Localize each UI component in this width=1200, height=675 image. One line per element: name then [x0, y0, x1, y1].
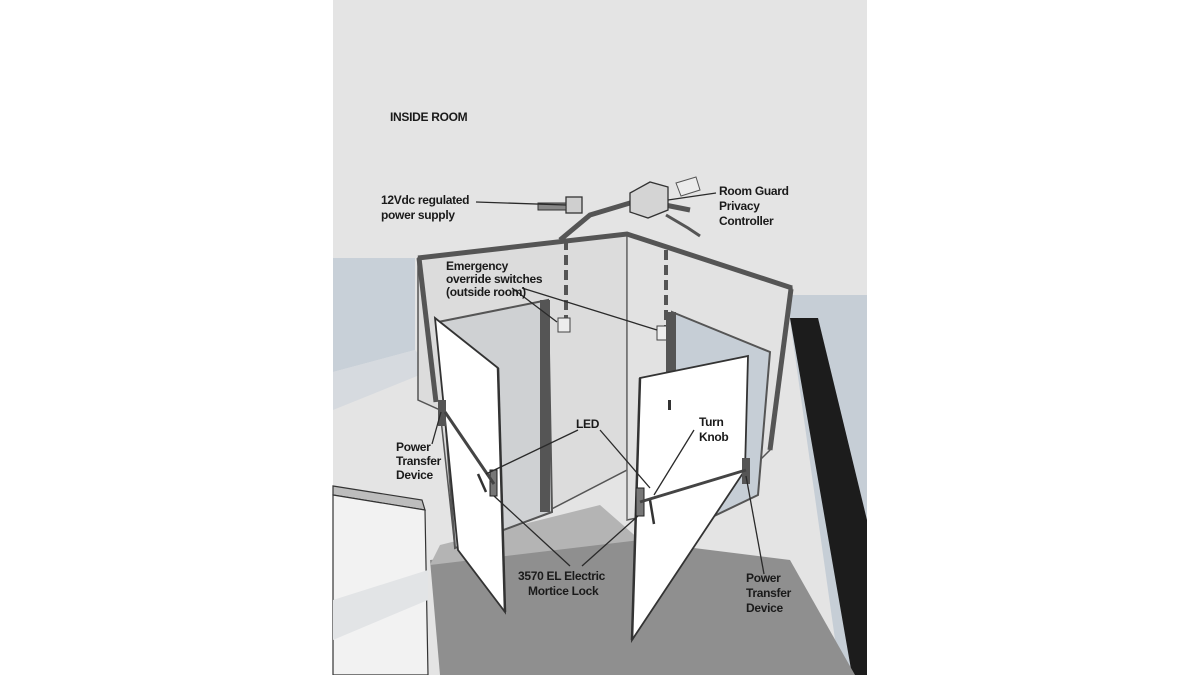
override-line-3: (outside room) — [446, 285, 526, 299]
left-door-edge — [496, 367, 507, 613]
right-door-indicator — [668, 400, 671, 410]
counter-shadow — [333, 570, 428, 640]
ptd-right-line-1: Power — [746, 571, 781, 585]
power-supply-line-2: power supply — [381, 208, 455, 222]
right-lever-handle — [648, 499, 656, 525]
left-floor-plane — [333, 258, 415, 372]
left-lever-handle — [476, 473, 488, 493]
leader-lock-right — [581, 515, 639, 567]
leader-power-supply — [475, 201, 567, 206]
leader-ptd-right — [745, 475, 765, 575]
controller-bracket — [675, 176, 701, 197]
conduit-secondary — [665, 213, 701, 238]
leader-led-right — [599, 429, 651, 489]
ptd-left-label: Power Transfer Device — [396, 440, 444, 482]
right-wiring — [639, 468, 747, 504]
ptd-left-line-3: Device — [396, 468, 434, 482]
left-wall-edge — [416, 257, 439, 403]
ptd-left-line-2: Transfer — [396, 454, 442, 468]
left-door-jamb — [540, 300, 550, 512]
power-supply-label: 12Vdc regulated power supply — [381, 193, 472, 222]
lock-label: 3570 EL Electric Mortice Lock — [518, 569, 608, 598]
power-supply-box — [565, 196, 583, 214]
override-line-2: override switches — [446, 272, 543, 286]
controller-label: Room Guard Privacy Controller — [719, 184, 792, 228]
turn-knob-line-2: Knob — [699, 430, 728, 444]
leader-override-right — [521, 287, 658, 331]
leader-led-left — [485, 429, 579, 475]
ptd-right-line-3: Device — [746, 601, 784, 615]
controller-line-3: Controller — [719, 214, 774, 228]
ptd-left-line-1: Power — [396, 440, 431, 454]
override-label: Emergency override switches (outside roo… — [446, 259, 545, 299]
left-lower-wall — [333, 350, 432, 410]
override-line-1: Emergency — [446, 259, 509, 273]
ptd-right-line-2: Transfer — [746, 586, 792, 600]
power-supply-line-1: 12Vdc regulated — [381, 193, 469, 207]
turn-knob-line-1: Turn — [699, 415, 724, 429]
leader-lock-left — [493, 495, 571, 567]
inside-room-label: INSIDE ROOM — [390, 110, 468, 124]
lock-line-2: Mortice Lock — [528, 584, 599, 598]
controller-line-1: Room Guard — [719, 184, 789, 198]
leader-controller — [667, 192, 717, 201]
ptd-right-label: Power Transfer Device — [746, 571, 794, 615]
leader-ptd-left — [431, 411, 442, 445]
turn-knob-label: Turn Knob — [699, 415, 728, 444]
lock-line-1: 3570 EL Electric — [518, 569, 606, 583]
left-wiring — [443, 411, 496, 485]
power-supply-plug — [537, 202, 567, 211]
controller-box — [629, 181, 669, 219]
leader-override-left — [511, 287, 558, 323]
right-wall-edge — [767, 288, 794, 451]
right-dark-edge — [790, 318, 867, 675]
wall-top-edge — [417, 231, 793, 291]
override-switch-left — [557, 317, 571, 333]
leader-turn-knob — [653, 429, 695, 496]
led-label: LED — [576, 417, 600, 431]
controller-line-2: Privacy — [719, 199, 760, 213]
left-ptd-hinge — [438, 400, 446, 426]
